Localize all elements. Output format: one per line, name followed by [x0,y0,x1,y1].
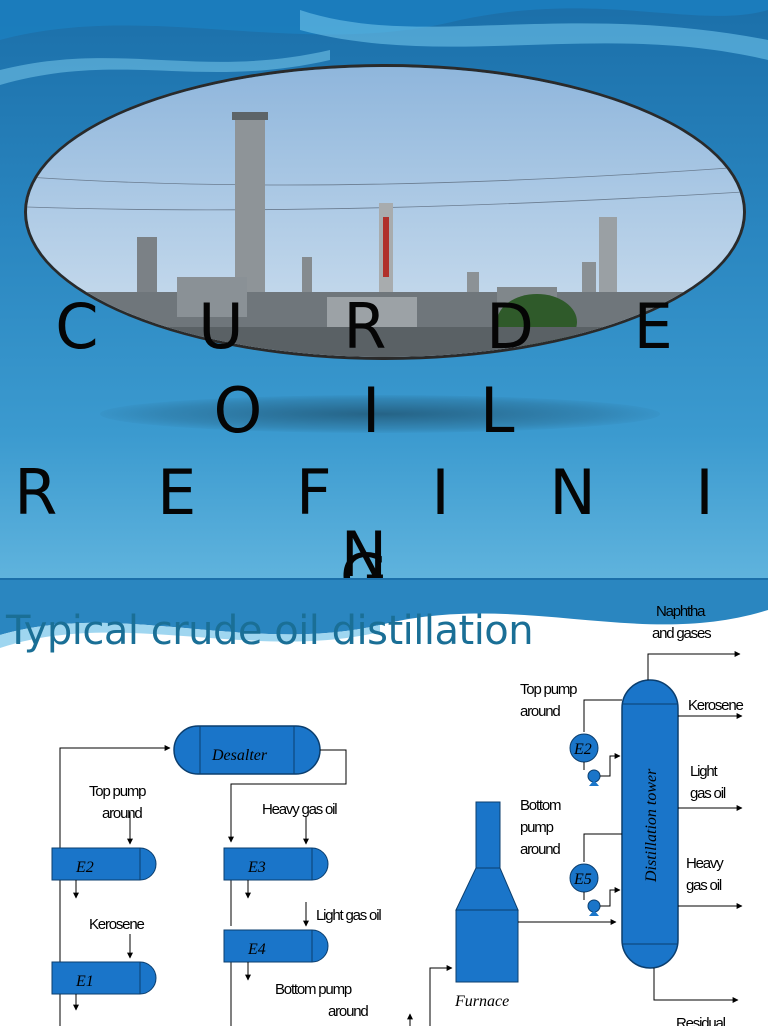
heavy-gasoil-label-1: Heavy [686,855,724,872]
tower-label: Distillation tower [643,768,660,883]
exchanger-e2: E2 [51,847,157,881]
exchanger-e2-right: E2 [569,733,599,763]
wave-decoration [0,0,768,85]
left-kerosene-label: Kerosene [89,916,144,933]
wave-decoration-2 [0,580,768,648]
left-bottom-pump-around-label-2: around [328,1003,368,1020]
furnace-label: Furnace [454,993,509,1010]
light-gasoil-label-2: gas oil [690,785,726,802]
title-line-4: G [339,540,429,579]
left-bottom-pump-around-label-1: Bottom pump [275,981,352,998]
naphtha-label-2: and gases [652,625,711,642]
pump-bottom [587,899,601,916]
e3-label: E3 [247,859,266,876]
exchanger-e1: E1 [51,961,157,995]
refinery-photo [24,64,746,360]
naphtha-label-1: Naphtha [656,603,706,620]
furnace: Furnace [454,801,519,1010]
title-slide: C U R D E O I L R E F I N I N G [0,0,768,578]
exchanger-e5: E5 [569,863,599,893]
left-top-pump-around-label-1: Top pump [89,783,146,800]
top-pump-around-label-1: Top pump [520,681,577,698]
desalter-vessel: Desalter [173,725,321,775]
title-line-3: R E F I N I N [14,456,754,579]
heavy-gasoil-label-2: gas oil [686,877,722,894]
title-shadow [100,395,660,433]
e2-right-label: E2 [573,741,592,758]
bottom-pump-around-label-1: Bottom [520,797,561,814]
left-heavy-gasoil-label: Heavy gas oil [262,801,337,818]
title-line-1: C U R D E [55,290,713,363]
light-gasoil-label-1: Light [690,763,719,780]
residual-label: Residual [676,1015,726,1026]
e4-label: E4 [247,941,266,958]
left-light-gasoil-label: Light gas oil [316,907,381,924]
title-line-2: O I L [213,374,555,447]
exchanger-e4: E4 [223,929,329,963]
e2-left-label: E2 [75,859,94,876]
kerosene-label: Kerosene [688,697,743,714]
top-pump-around-label-2: around [520,703,560,720]
bottom-pump-around-label-3: around [520,841,560,858]
bottom-pump-around-label-2: pump [520,819,554,836]
e1-label: E1 [75,973,94,990]
exchanger-e3: E3 [223,847,329,881]
distillation-slide: Typical crude oil distillation Desalter … [0,578,768,1026]
e5-label: E5 [573,871,592,888]
pump-top [587,769,601,786]
distillation-diagram: Desalter E2 Top pump around E1 Kerosene [51,603,745,1026]
desalter-label: Desalter [211,747,268,764]
left-top-pump-around-label-2: around [102,805,142,822]
distillation-tower: Distillation tower [621,679,679,969]
slide-title: Typical crude oil distillation [6,608,534,654]
